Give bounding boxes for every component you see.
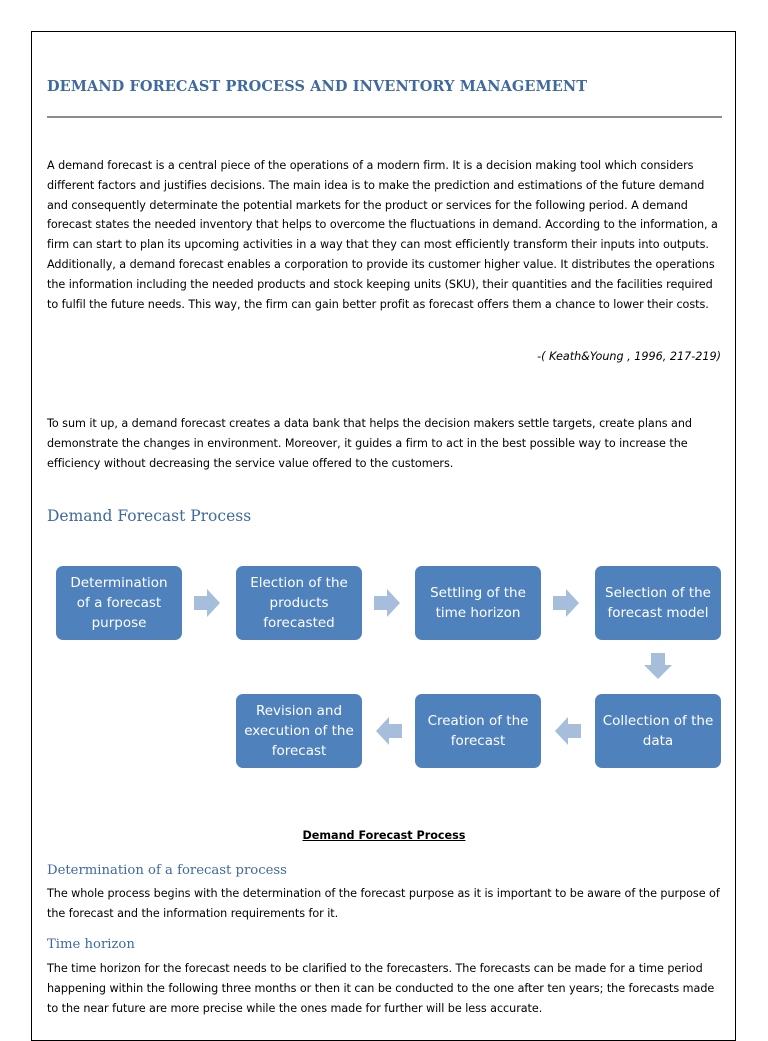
title-divider (47, 116, 722, 118)
section-text-time-horizon: The time horizon for the forecast needs … (47, 962, 715, 1015)
arrow-right-icon (194, 589, 220, 617)
step-box-2: Election of the products forecasted (236, 566, 362, 640)
section-heading-time-horizon: Time horizon (47, 937, 135, 952)
step-box-6: Creation of the forecast (415, 694, 541, 768)
document-title: DEMAND FORECAST PROCESS AND INVENTORY MA… (47, 78, 588, 95)
arrow-left-icon (555, 717, 581, 745)
step-box-1: Determination of a forecast purpose (56, 566, 182, 640)
section-heading-determination: Determination of a forecast process (47, 863, 287, 878)
citation: -( Keath&Young , 1996, 217-219) (537, 350, 721, 363)
arrow-left-icon (376, 717, 402, 745)
arrow-down-icon (644, 653, 672, 679)
arrow-right-icon (374, 589, 400, 617)
diagram-caption: Demand Forecast Process (302, 829, 466, 842)
document-page (31, 31, 736, 1041)
step-box-3: Settling of the time horizon (415, 566, 541, 640)
step-box-5: Collection of the data (595, 694, 721, 768)
step-box-4: Selection of the forecast model (595, 566, 721, 640)
section-text-determination: The whole process begins with the determ… (47, 887, 720, 920)
intro-paragraph: A demand forecast is a central piece of … (47, 159, 718, 311)
step-box-7: Revision and execution of the forecast (236, 694, 362, 768)
process-heading: Demand Forecast Process (47, 507, 252, 525)
summary-paragraph: To sum it up, a demand forecast creates … (47, 417, 692, 470)
arrow-right-icon (553, 589, 579, 617)
